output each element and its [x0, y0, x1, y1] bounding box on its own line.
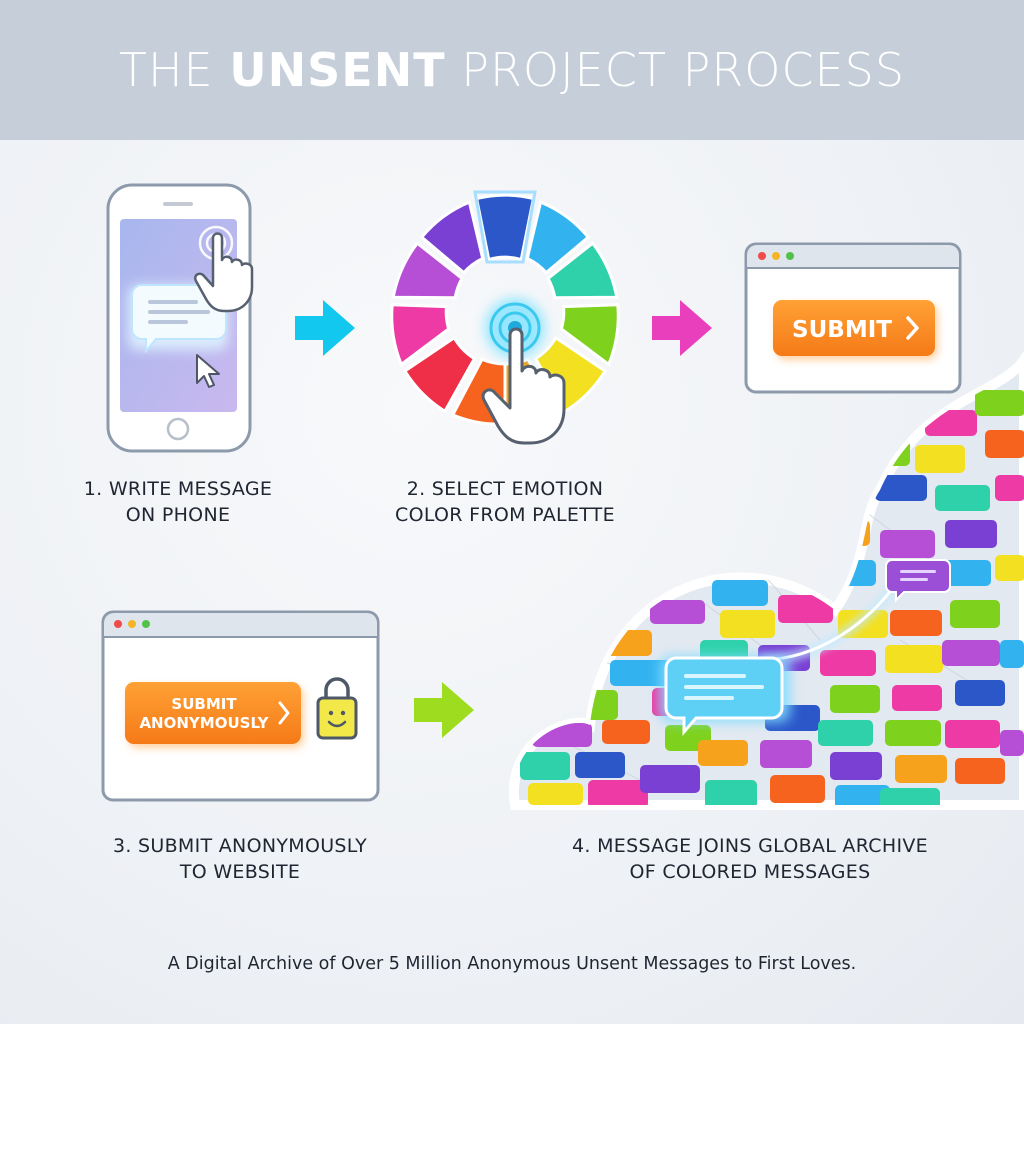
- arrow-right-icon: [652, 300, 712, 356]
- browser-window: SUBMIT: [744, 242, 962, 394]
- title-suffix: PROJECT PROCESS: [445, 43, 906, 97]
- chat-bubble-icon: [885, 559, 951, 603]
- cloud-icon: [508, 351, 1024, 810]
- chevron-right-icon: [278, 701, 290, 725]
- step-4-label: 4. MESSAGE JOINS GLOBAL ARCHIVE OF COLOR…: [525, 833, 975, 885]
- chat-bubble-icon: [664, 656, 784, 737]
- process-panel: SUBMIT SUBMIT ANONYMOUSLY: [0, 140, 1024, 1024]
- process-illustration: SUBMIT SUBMIT ANONYMOUSLY: [101, 183, 1024, 810]
- chevron-right-icon: [906, 316, 919, 340]
- submit-anonymously-label-1: SUBMIT: [171, 695, 237, 713]
- step-2-line-2: COLOR FROM PALETTE: [395, 504, 615, 526]
- color-wheel-icon: [390, 190, 620, 445]
- step-2-label: 2. SELECT EMOTION COLOR FROM PALETTE: [360, 476, 650, 528]
- step-1-line-1: 1. WRITE MESSAGE: [83, 478, 273, 500]
- browser-window: SUBMIT ANONYMOUSLY: [101, 610, 380, 802]
- submit-button[interactable]: SUBMIT: [773, 300, 938, 360]
- submit-anonymously-label-2: ANONYMOUSLY: [139, 714, 269, 732]
- chat-bubble-icon: [128, 284, 228, 354]
- submit-anonymously-button[interactable]: SUBMIT ANONYMOUSLY: [125, 682, 304, 748]
- submit-button-label: SUBMIT: [792, 317, 892, 343]
- title-prefix: THE: [118, 43, 230, 97]
- step-2-line-1: 2. SELECT EMOTION: [406, 478, 604, 500]
- step-3-line-1: 3. SUBMIT ANONYMOUSLY: [112, 835, 368, 857]
- title-emphasis: UNSENT: [229, 43, 446, 97]
- padlock-smiley-icon: [316, 677, 358, 740]
- page-title: THE UNSENT PROJECT PROCESS: [119, 43, 905, 97]
- step-3-line-2: TO WEBSITE: [179, 861, 301, 883]
- step-1-label: 1. WRITE MESSAGE ON PHONE: [50, 476, 306, 528]
- cursor-arrow-icon: [196, 354, 220, 388]
- step-4-line-2: OF COLORED MESSAGES: [629, 861, 871, 883]
- arrow-right-icon: [414, 682, 474, 738]
- hand-pointer-icon: [481, 327, 566, 445]
- header-bar: THE UNSENT PROJECT PROCESS: [0, 0, 1024, 140]
- step-3-label: 3. SUBMIT ANONYMOUSLY TO WEBSITE: [60, 833, 420, 885]
- step-4-line-1: 4. MESSAGE JOINS GLOBAL ARCHIVE: [572, 835, 928, 857]
- caption: A Digital Archive of Over 5 Million Anon…: [167, 954, 857, 974]
- phone-icon: [106, 183, 254, 453]
- arrow-right-icon: [295, 300, 355, 356]
- hand-pointer-icon: [194, 232, 254, 313]
- step-1-line-2: ON PHONE: [125, 504, 231, 526]
